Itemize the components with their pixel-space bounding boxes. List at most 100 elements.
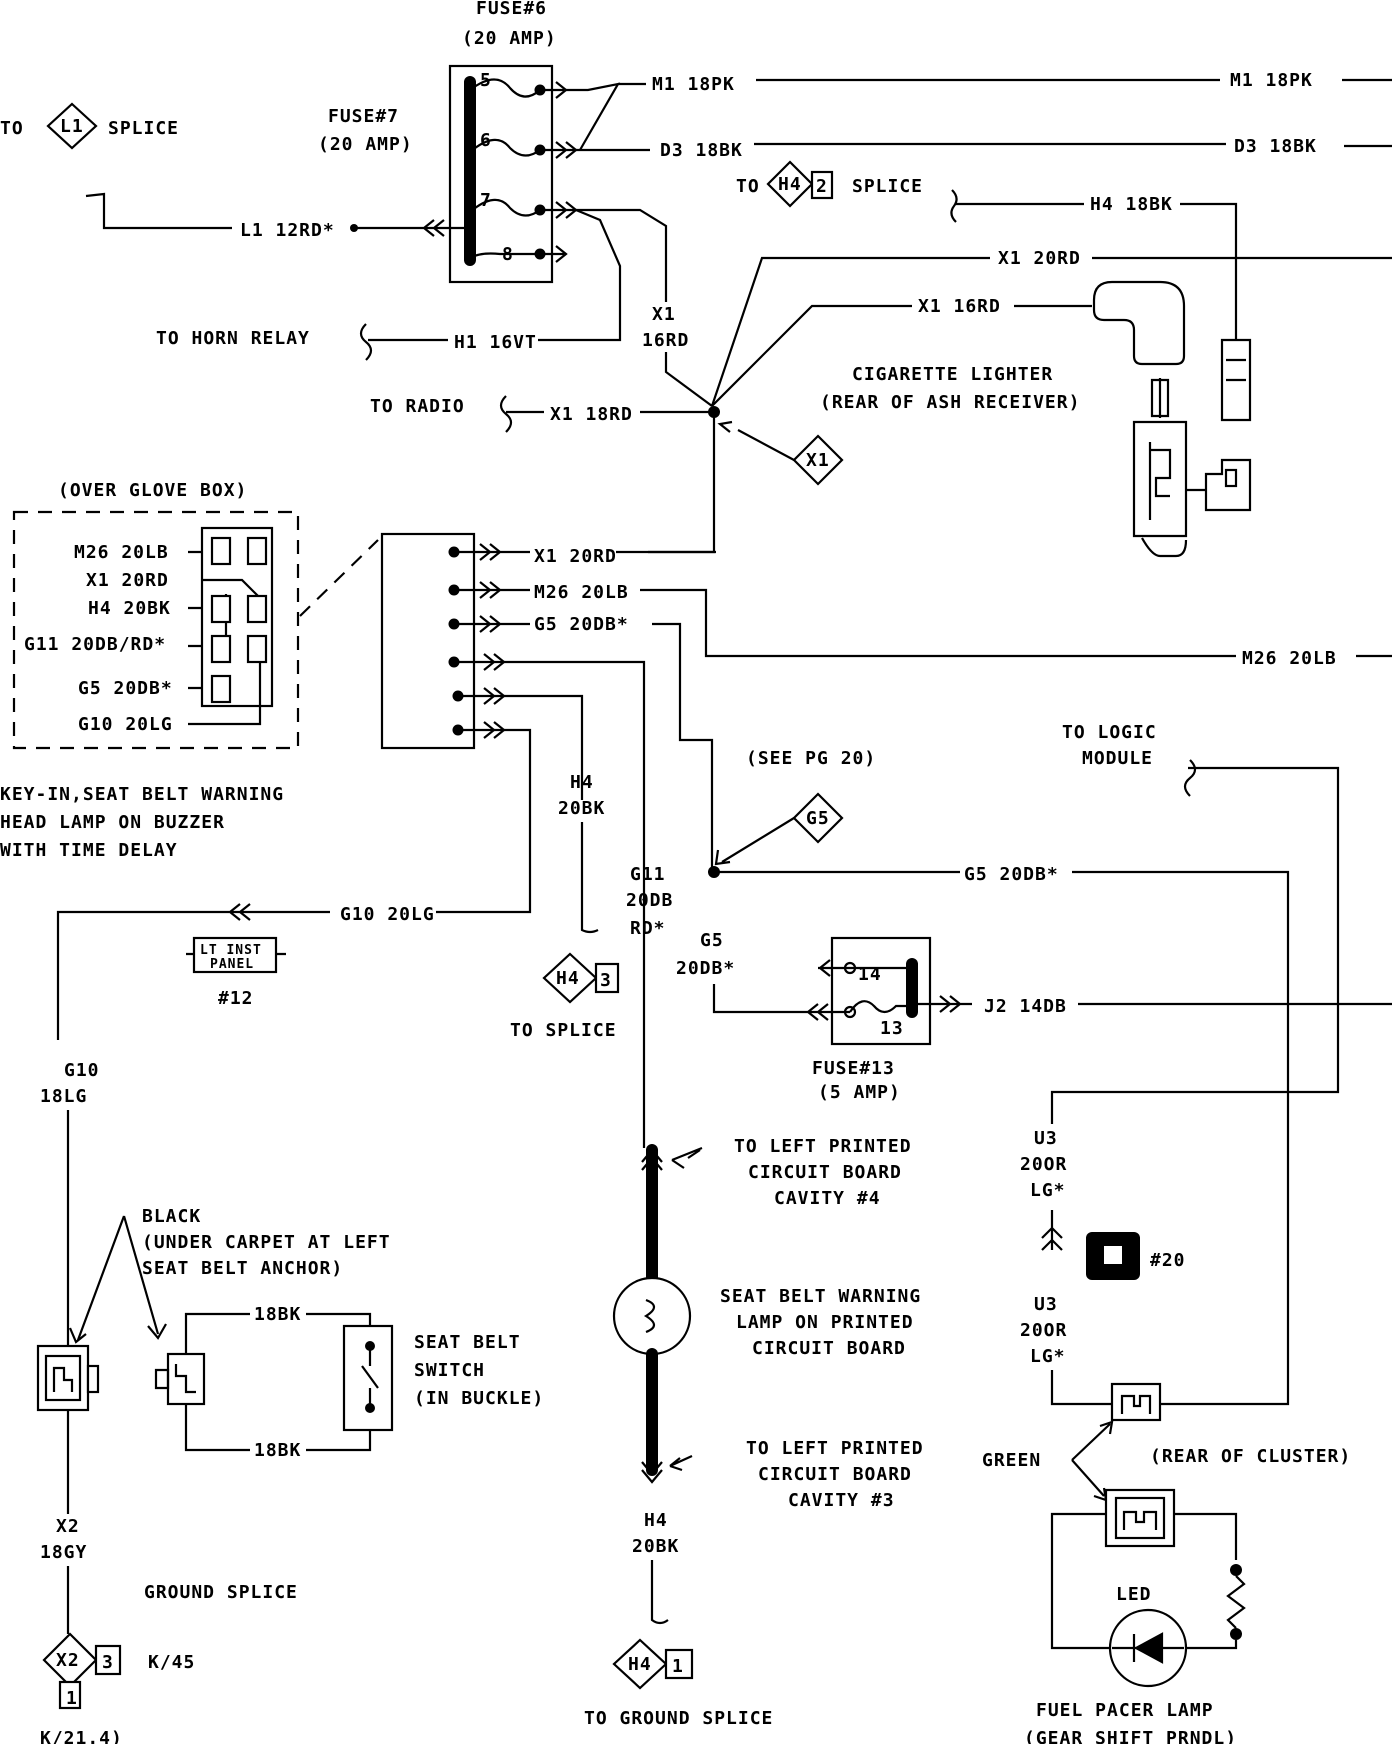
seat-belt-warning-lamp — [612, 1276, 692, 1356]
wire-label-d3-right: D3 18BK — [1234, 136, 1317, 157]
fuse13-rating: (5 AMP) — [818, 1082, 901, 1103]
label-under-carpet: (UNDER CARPET AT LEFT — [142, 1232, 391, 1253]
wire-g10-20lg — [436, 728, 532, 914]
wire-label-m1-left: M1 18PK — [652, 74, 735, 95]
seat-belt-sense-connector — [154, 1352, 206, 1406]
label-pcb4-2: CIRCUIT BOARD — [748, 1162, 902, 1183]
wire-label-j2-14db: J2 14DB — [984, 996, 1067, 1017]
glove-wire-x1: X1 20RD — [86, 570, 169, 591]
label-to-radio: TO RADIO — [370, 396, 465, 417]
splice-h4-2-label: SPLICE — [852, 176, 923, 197]
wire-label-x1-18rd: X1 18RD — [550, 404, 633, 425]
seat-belt-switch — [342, 1324, 394, 1432]
splice-g5: G5 — [714, 792, 844, 866]
wire-label-g11-c: RD* — [630, 918, 666, 939]
fuse-pin-7: 7 — [480, 190, 492, 211]
splice-l1-prefix: TO — [0, 118, 24, 139]
wire-x1-16rd-right — [711, 304, 912, 407]
label-module-2: HEAD LAMP ON BUZZER — [0, 812, 225, 833]
glove-wire-g10: G10 20LG — [78, 714, 173, 735]
wire-label-l1-12rd: L1 12RD* — [240, 220, 335, 241]
label-seat-belt-switch-2: SWITCH — [414, 1360, 485, 1381]
splice-h4-3-label: TO SPLICE — [510, 1020, 617, 1041]
label-led: LED — [1116, 1584, 1152, 1605]
label-rear-ash-receiver: (REAR OF ASH RECEIVER) — [820, 392, 1080, 413]
label-pcb3-2: CIRCUIT BOARD — [758, 1464, 912, 1485]
wire-label-x1-16rd: X1 16RD — [918, 296, 1001, 317]
lt-inst-panel-fuse: LT INST PANEL #12 — [186, 936, 286, 1009]
label-in-buckle: (IN BUCKLE) — [414, 1388, 544, 1409]
label-pcb4-1: TO LEFT PRINTED — [734, 1136, 912, 1157]
fuse13-pin-14: 14 — [858, 964, 882, 985]
splice-h4-1-code: H4 — [628, 1654, 652, 1675]
fuse-block-top: FUSE#6 (20 AMP) FUSE#7 (20 AMP) 5 6 7 8 — [318, 0, 578, 284]
splice-x2-ref: K/45 — [148, 1652, 195, 1673]
wire-label-u3-d: U3 — [1034, 1294, 1058, 1315]
wire-l1-12rd — [85, 192, 232, 230]
glove-box-connector: M26 20LB X1 20RD H4 20BK G11 20DB/RD* G5… — [24, 526, 274, 735]
wire-m1-jump — [566, 82, 621, 151]
splice-h4-1: H4 1 TO GROUND SPLICE — [584, 1638, 773, 1729]
splice-h4-1-label: TO GROUND SPLICE — [584, 1708, 773, 1729]
splice-h4-2-code: H4 — [778, 174, 802, 195]
label-module-1: KEY-IN,SEAT BELT WARNING — [0, 784, 284, 805]
label-lamp-2: LAMP ON PRINTED — [736, 1312, 914, 1333]
wire-h4-20bk — [458, 694, 584, 800]
wire-label-g10-vert-b: 18LG — [40, 1086, 87, 1107]
wire-g11 — [454, 660, 646, 1148]
wire-label-u3-e: 20OR — [1020, 1320, 1067, 1341]
wire-label-18bk-top: 18BK — [254, 1304, 301, 1325]
splice-h4-2-num: 2 — [816, 176, 828, 197]
label-lt-inst-num: #12 — [218, 988, 254, 1009]
wire-label-g5-vert-a: G5 — [700, 930, 724, 951]
wire-label-h4-low-a: H4 — [644, 1510, 668, 1531]
label-lt-inst: LT INST — [200, 943, 262, 958]
label-seat-belt-anchor: SEAT BELT ANCHOR) — [142, 1258, 343, 1279]
label-gear-shift-prndl: (GEAR SHIFT PRNDL) — [1024, 1728, 1237, 1744]
wire-label-u3-c: LG* — [1030, 1180, 1066, 1201]
splice-x1: X1 — [717, 420, 844, 486]
fuse7-title: FUSE#7 — [328, 106, 399, 127]
splice-h4-3-num: 3 — [600, 970, 612, 991]
wire-label-u3-f: LG* — [1030, 1346, 1066, 1367]
wire-label-x1-20rd-top: X1 20RD — [998, 248, 1081, 269]
wire-label-conn-x1: X1 20RD — [534, 546, 617, 567]
label-pcb3-3: CAVITY #3 — [788, 1490, 895, 1511]
wire-label-h4-low-b: 20BK — [632, 1536, 679, 1557]
ground-connector — [36, 1344, 100, 1412]
label-pcb3-1: TO LEFT PRINTED — [746, 1438, 924, 1459]
wire-label-x2-vert-b: 18GY — [40, 1542, 87, 1563]
glove-wire-m26: M26 20LB — [74, 542, 169, 563]
label-ground-splice: GROUND SPLICE — [144, 1582, 298, 1603]
wire-x1-down — [616, 412, 716, 554]
splice-x2: X2 3 1 K/45 K/21.4) — [40, 1632, 195, 1744]
label-module-3: WITH TIME DELAY — [0, 840, 178, 861]
fuse-pin-6: 6 — [480, 130, 492, 151]
label-lamp-3: CIRCUIT BOARD — [752, 1338, 906, 1359]
label-lamp-1: SEAT BELT WARNING — [720, 1286, 921, 1307]
fuse-pin-8: 8 — [502, 244, 514, 265]
splice-h4-3-code: H4 — [556, 968, 580, 989]
splice-g5-code: G5 — [806, 808, 830, 829]
wire-label-g5-20db: G5 20DB* — [964, 864, 1059, 885]
label-to-logic: TO LOGIC — [1062, 722, 1157, 743]
cigarette-lighter: CIGARETTE LIGHTER (REAR OF ASH RECEIVER) — [820, 280, 1252, 558]
wire-label-g10-20lg: G10 20LG — [340, 904, 435, 925]
wire-h1-16vt — [538, 208, 622, 342]
wire-label-x1-vert-b: 16RD — [642, 330, 689, 351]
splice-l1-code: L1 — [60, 116, 84, 137]
wire-label-x1-vert-a: X1 — [652, 304, 676, 325]
wire-label-h4-18bk: H4 18BK — [1090, 194, 1173, 215]
label-module: MODULE — [1082, 748, 1153, 769]
splice-x2-sub: 1 — [66, 1688, 78, 1709]
wire-label-g10-vert-a: G10 — [64, 1060, 100, 1081]
label-pcb4-3: CAVITY #4 — [774, 1188, 881, 1209]
wire-label-g11-a: G11 — [630, 864, 666, 885]
splice-x2-ref2: K/21.4) — [40, 1728, 123, 1744]
wire-label-g5-vert-b: 20DB* — [676, 958, 735, 979]
wire-m26-20lb — [640, 588, 1236, 658]
label-see-pg-20: (SEE PG 20) — [746, 748, 876, 769]
fuel-pacer-lamp: LED FUEL PACER LAMP (GEAR SHIFT PRNDL) — [1024, 1488, 1246, 1744]
glove-wire-h4: H4 20BK — [88, 598, 171, 619]
